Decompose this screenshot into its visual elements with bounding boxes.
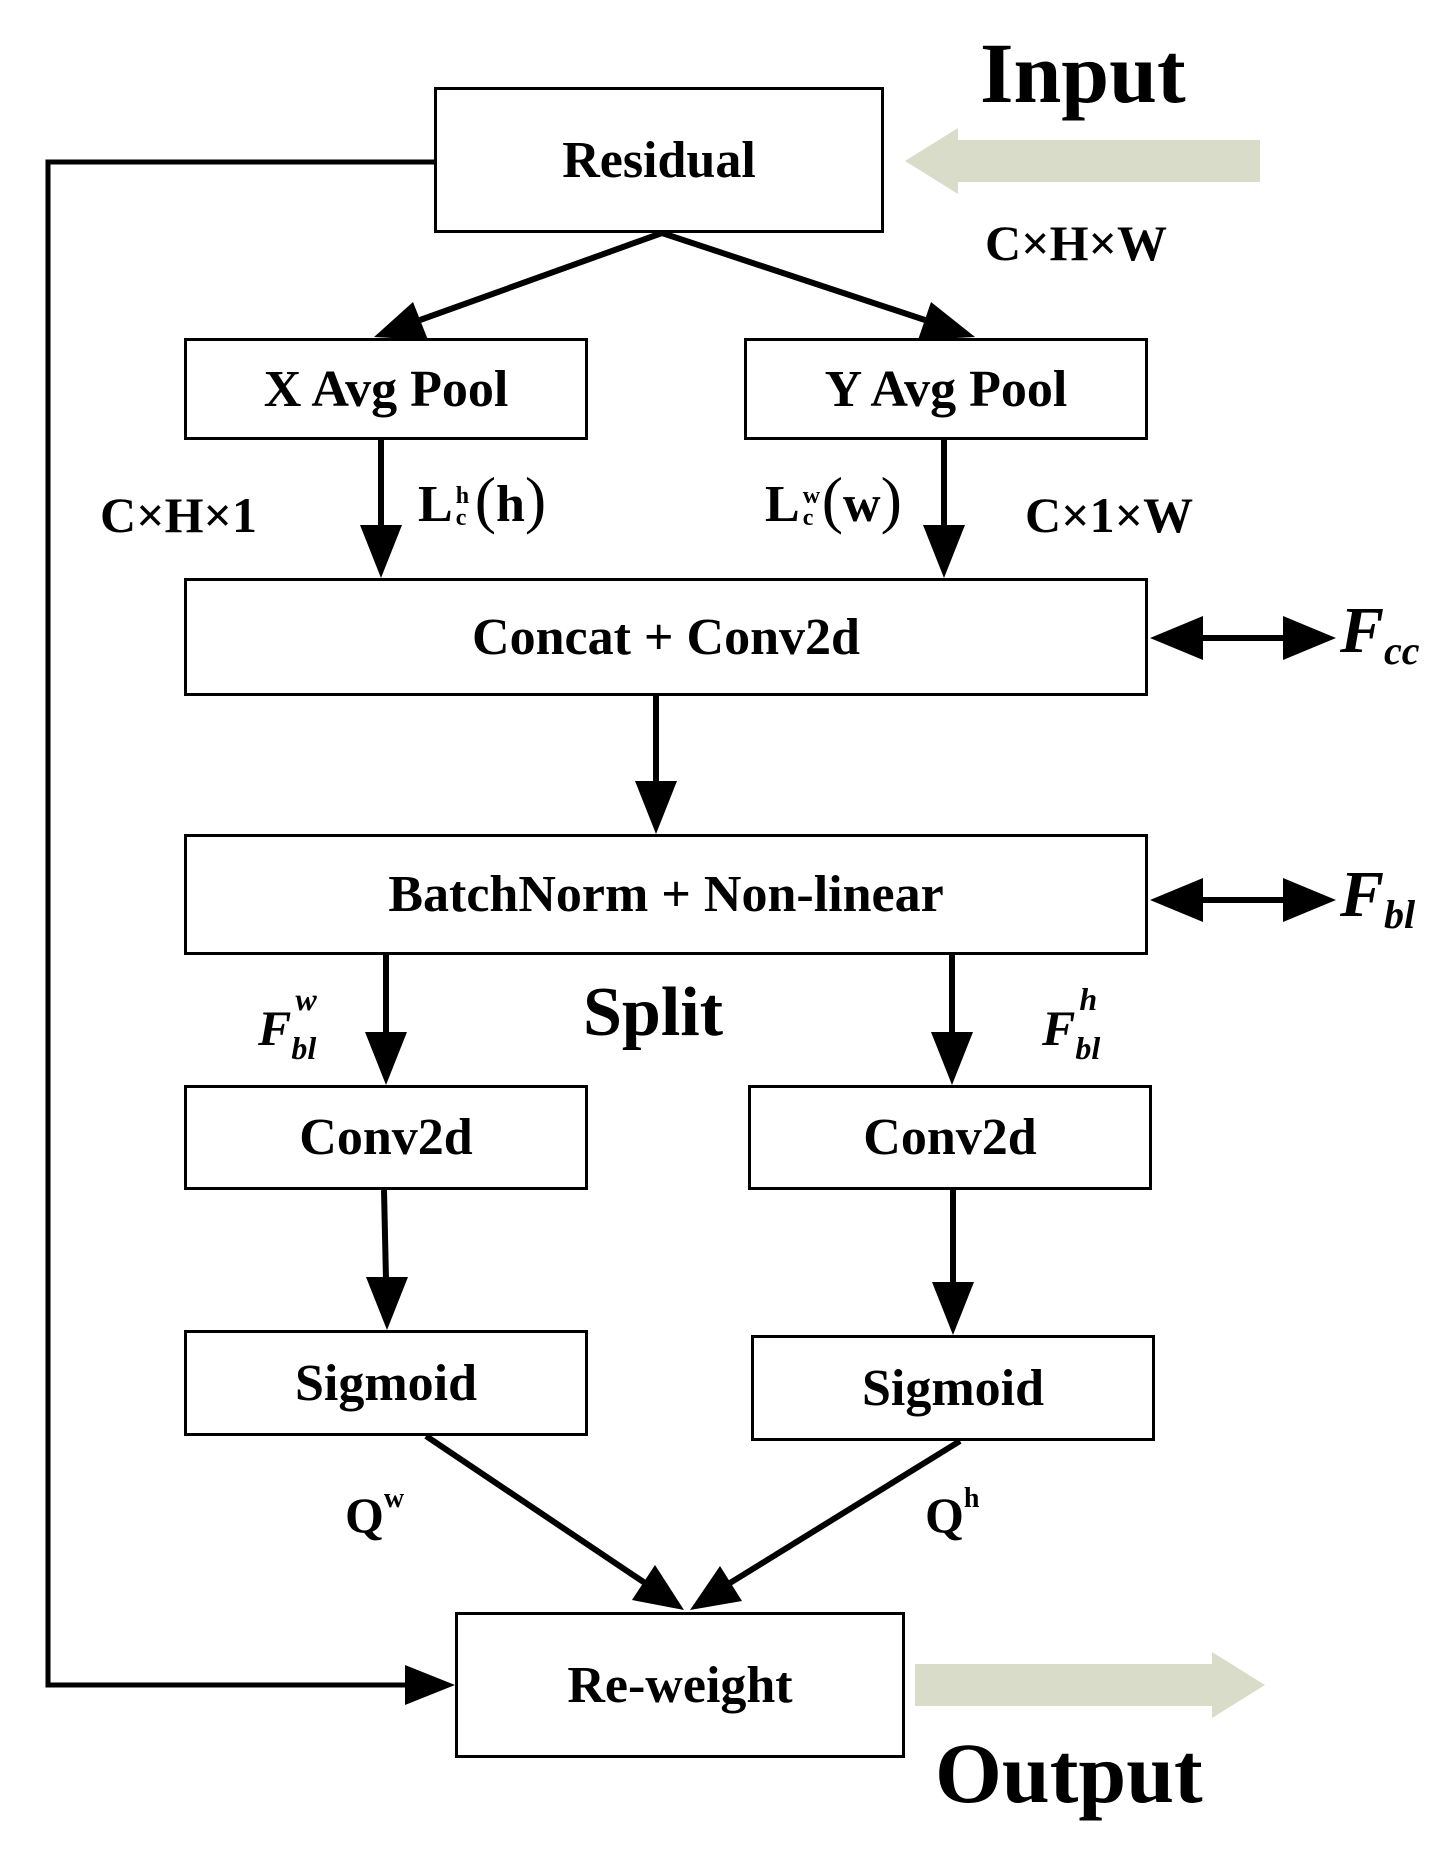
edge-sigmoid-right-to-reweight [728, 1438, 962, 1586]
sigmoid-right-box: Sigmoid [751, 1335, 1155, 1441]
y-avg-pool-box: Y Avg Pool [744, 338, 1148, 440]
batchnorm-label: BatchNorm + Non-linear [388, 866, 944, 923]
edge-conv-right-to-sigmoid-arrowhead [932, 1282, 974, 1335]
split-label: Split [583, 974, 724, 1051]
input-arrow [905, 128, 1260, 194]
edge-residual-to-ypool-arrowhead [918, 302, 975, 340]
edge-sigmoid-left-to-reweight-arrowhead [632, 1565, 684, 1610]
x-avg-pool-label: X Avg Pool [263, 360, 509, 418]
edge-xpool-to-concat-arrowhead [360, 525, 402, 578]
concat-conv2d-label: Concat + Conv2d [472, 608, 860, 666]
y-avg-pool-label: Y Avg Pool [824, 360, 1068, 418]
residual-box: Residual [434, 87, 884, 233]
y-dims-label: C×1×W [1025, 487, 1194, 543]
reweight-label: Re-weight [567, 1656, 793, 1714]
f-cc-symbol: Fcc [1340, 594, 1420, 673]
edge-batchnorm-to-conv-left-arrowhead [365, 1032, 407, 1085]
concat-conv2d-box: Concat + Conv2d [184, 578, 1148, 696]
x-avg-pool-box: X Avg Pool [184, 338, 588, 440]
fcc-right-arrowhead [1283, 616, 1336, 660]
fbl-left-arrowhead [1150, 878, 1203, 922]
sigmoid-right-label: Sigmoid [861, 1359, 1045, 1417]
reweight-box: Re-weight [455, 1612, 905, 1758]
edge-conv-left-to-sigmoid-arrowhead [366, 1277, 408, 1330]
fbl-right-arrowhead [1283, 878, 1336, 922]
q-w-symbol: Qw [345, 1483, 405, 1544]
batchnorm-box: BatchNorm + Non-linear [184, 834, 1148, 955]
input-dims-label: C×H×W [985, 215, 1167, 271]
fcc-left-arrowhead [1150, 616, 1203, 660]
f-bl-symbol: Fbl [1340, 858, 1416, 937]
conv2d-left-label: Conv2d [299, 1109, 473, 1166]
skip-connection-arrowhead [405, 1665, 455, 1705]
output-label: Output [935, 1725, 1203, 1821]
edge-batchnorm-to-conv-right-arrowhead [931, 1032, 973, 1085]
conv2d-left-box: Conv2d [184, 1085, 588, 1190]
conv2d-right-box: Conv2d [748, 1085, 1152, 1190]
edge-concat-to-batchnorm-arrowhead [635, 781, 677, 834]
x-dims-label: C×H×1 [100, 487, 257, 543]
output-arrow [915, 1652, 1265, 1718]
skip-connection-line [45, 159, 438, 1688]
input-label: Input [980, 25, 1186, 121]
edge-sigmoid-right-to-reweight-arrowhead [690, 1566, 742, 1610]
residual-label: Residual [562, 131, 756, 189]
edge-residual-to-xpool-arrowhead [374, 302, 428, 340]
sigmoid-left-label: Sigmoid [294, 1354, 478, 1412]
edge-residual-to-ypool [661, 230, 926, 323]
edge-conv-left-to-sigmoid [381, 1189, 389, 1281]
q-h-symbol: Qh [925, 1483, 980, 1544]
sigmoid-left-box: Sigmoid [184, 1330, 588, 1436]
edge-ypool-to-concat-arrowhead [923, 525, 965, 578]
conv2d-right-label: Conv2d [863, 1109, 1037, 1166]
edge-sigmoid-left-to-reweight [424, 1433, 647, 1586]
edge-residual-to-xpool [418, 230, 664, 323]
